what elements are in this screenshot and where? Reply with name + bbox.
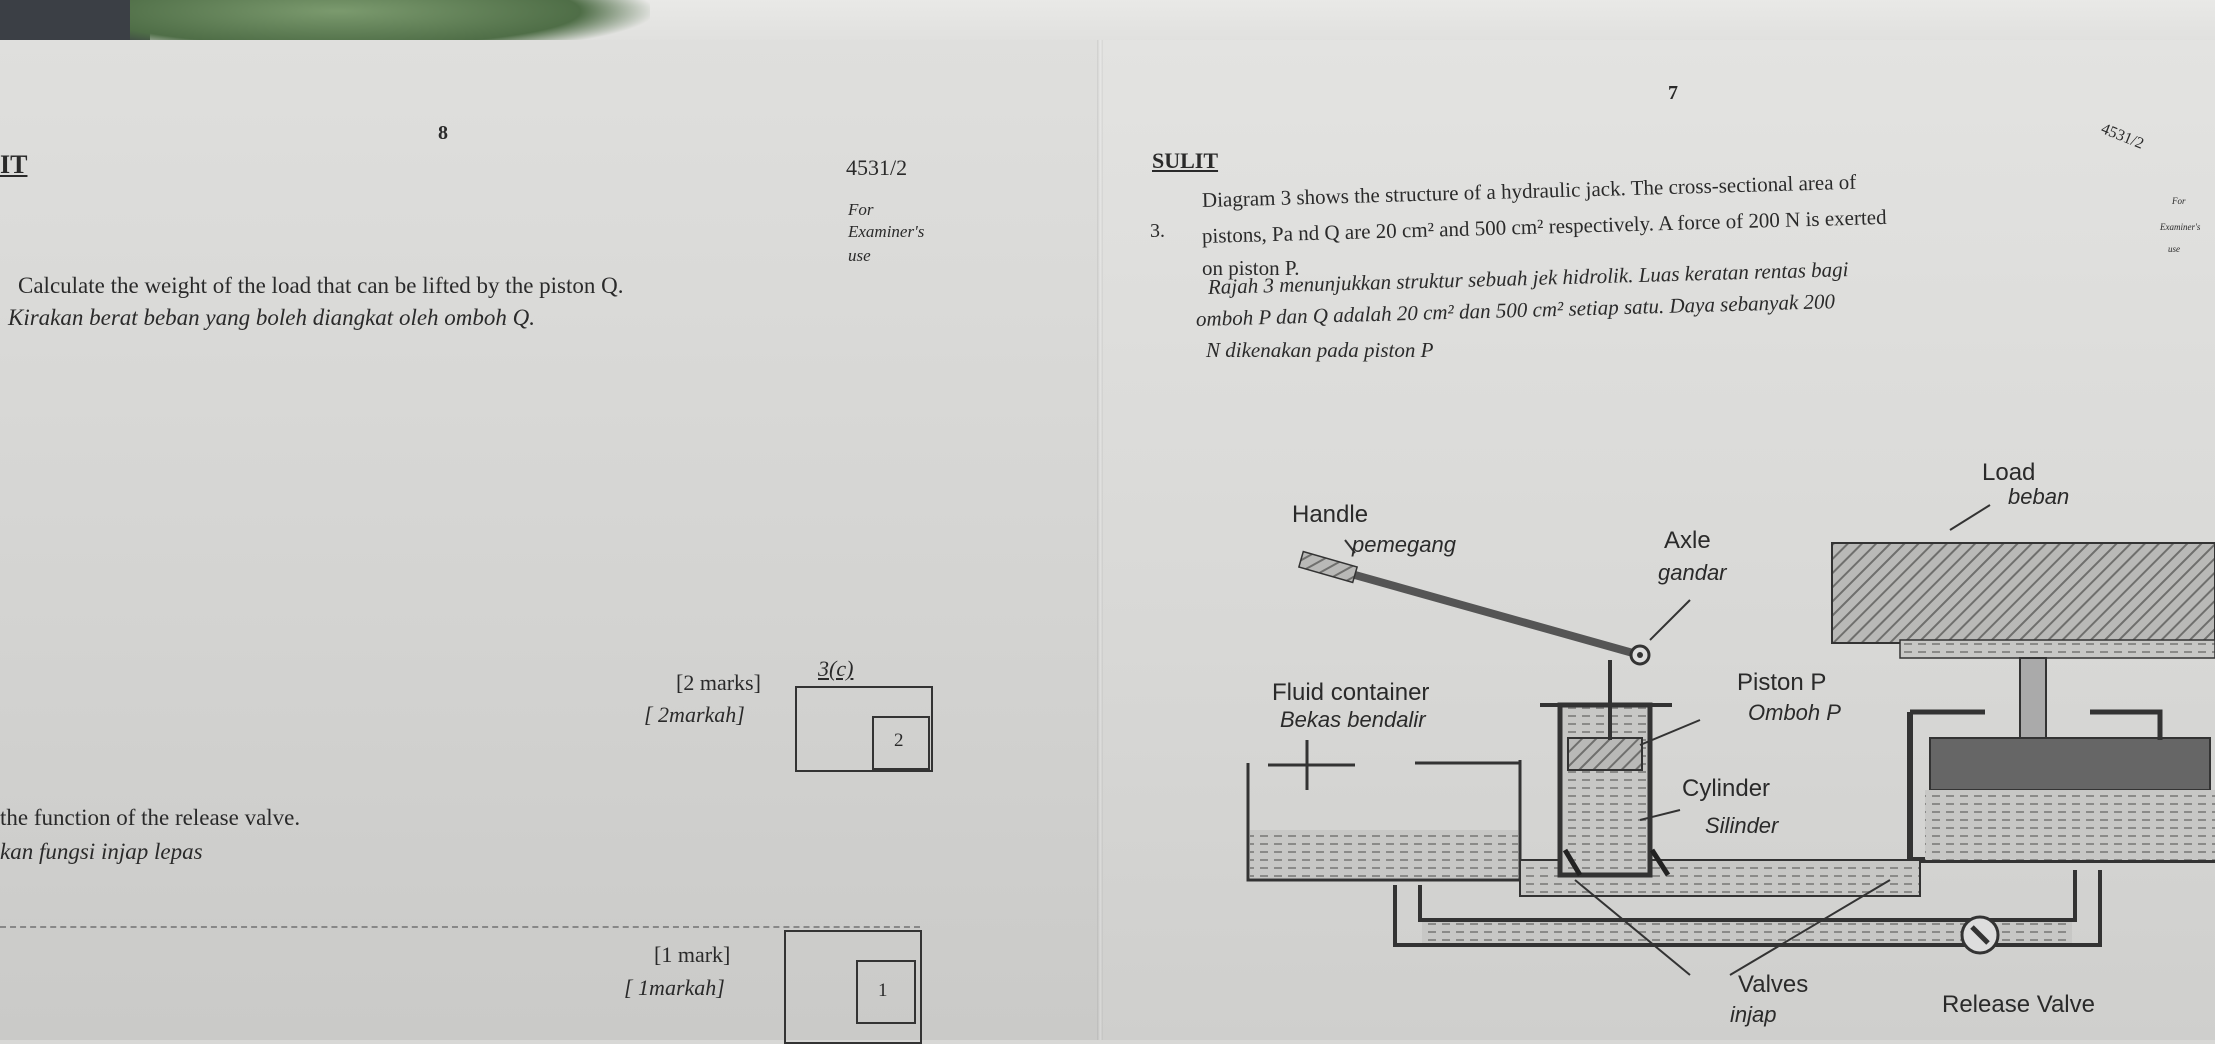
- examiner-note-line2: Examiner's: [848, 222, 925, 241]
- label-axle-ms: gandar: [1658, 560, 1728, 585]
- handle-bar: [1328, 564, 1642, 659]
- page-fold: [1097, 40, 1103, 1040]
- function-prompt-ms: kan fungsi injap lepas: [0, 839, 203, 864]
- piston-q: [1929, 737, 2211, 791]
- left-page-number: 8: [438, 122, 448, 144]
- marks-label-ms-2: [ 1markah]: [624, 975, 725, 1000]
- label-load-en: Load: [1982, 459, 2035, 486]
- lower-pipe-fluid: [1422, 922, 2072, 943]
- score-value-2: 1: [878, 980, 888, 1001]
- score-box-2[interactable]: 1: [856, 960, 916, 1024]
- label-handle-en: Handle: [1292, 501, 1368, 528]
- examiner-note-line1: For: [848, 200, 874, 219]
- label-fluid-ms: Bekas bendalir: [1280, 707, 1427, 732]
- lower-pipe: [1393, 870, 2102, 947]
- left-paper-code: 4531/2: [846, 155, 908, 180]
- left-page: [0, 40, 1100, 1040]
- right-examiner-line3: use: [2168, 244, 2180, 254]
- valves-leader-2: [1729, 879, 1891, 976]
- marks-label-ms-1: [ 2markah]: [644, 702, 745, 727]
- valves-leader-1: [1574, 879, 1691, 976]
- label-fluid-en: Fluid container: [1272, 679, 1429, 706]
- small-cylinder: [1557, 702, 1653, 878]
- mark-box-1: [795, 686, 933, 772]
- fluid-container: [1246, 760, 1522, 882]
- label-load-ms: beban: [2008, 484, 2069, 509]
- valve-right: [1649, 848, 1671, 877]
- label-cylinder-en: Cylinder: [1682, 775, 1770, 802]
- label-release-valve: Release Valve: [1942, 991, 2095, 1018]
- large-cylinder-rim: [1910, 709, 2163, 740]
- label-cylinder-ms: Silinder: [1705, 813, 1780, 838]
- handle-leader: [1344, 539, 1356, 554]
- score-value-1: 2: [894, 730, 904, 751]
- left-edge-letter: IT: [0, 150, 28, 179]
- label-piston-en: Piston P: [1737, 669, 1826, 696]
- large-cylinder-fluid: [1925, 790, 2215, 860]
- question-text-en-line3: on piston P.: [1202, 256, 1300, 280]
- right-examiner-line2: Examiner's: [2160, 222, 2201, 232]
- load-block: [1831, 542, 2215, 644]
- question-text-ms-line3: N dikenakan pada piston P: [1206, 338, 1434, 362]
- axle-leader: [1649, 599, 1691, 641]
- load-plate: [1899, 639, 2215, 659]
- background-object: [0, 0, 150, 44]
- marks-label-en-1: [2 marks]: [676, 670, 761, 695]
- label-axle-en: Axle: [1664, 527, 1711, 554]
- label-piston-ms: Omboh P: [1748, 700, 1841, 725]
- piston-p: [1567, 737, 1643, 771]
- piston-leader: [1639, 719, 1701, 746]
- question-reference: 3(c): [818, 656, 854, 681]
- label-valves-ms: injap: [1730, 1002, 1776, 1027]
- valve-left: [1562, 848, 1583, 877]
- axle: [1637, 652, 1643, 658]
- label-valves-en: Valves: [1738, 971, 1808, 998]
- label-handle-ms: pemegang: [1351, 532, 1457, 557]
- release-valve-slot: [1970, 925, 1990, 945]
- score-box-1[interactable]: 2: [872, 716, 930, 770]
- function-prompt-en: the function of the release valve.: [0, 805, 301, 830]
- examiner-note-line3: use: [848, 246, 871, 265]
- cylinder-leader: [1639, 809, 1681, 821]
- handle-grip: [1297, 550, 1359, 584]
- right-page-number: 7: [1668, 82, 1678, 104]
- lower-pipe-inner: [1418, 870, 2077, 922]
- load-leader: [1949, 504, 1991, 531]
- sulit-header: SULIT: [1152, 148, 1219, 173]
- question-prompt-en: Calculate the weight of the load that ca…: [18, 273, 624, 298]
- piston-q-rod: [2019, 657, 2047, 741]
- question-number: 3.: [1150, 220, 1165, 242]
- answer-line: [0, 926, 920, 928]
- question-prompt-ms: Kirakan berat beban yang boleh diangkat …: [8, 305, 536, 330]
- right-examiner-line1: For: [2172, 196, 2186, 206]
- marks-label-en-2: [1 mark]: [654, 942, 731, 967]
- container-fluid: [1250, 830, 1518, 878]
